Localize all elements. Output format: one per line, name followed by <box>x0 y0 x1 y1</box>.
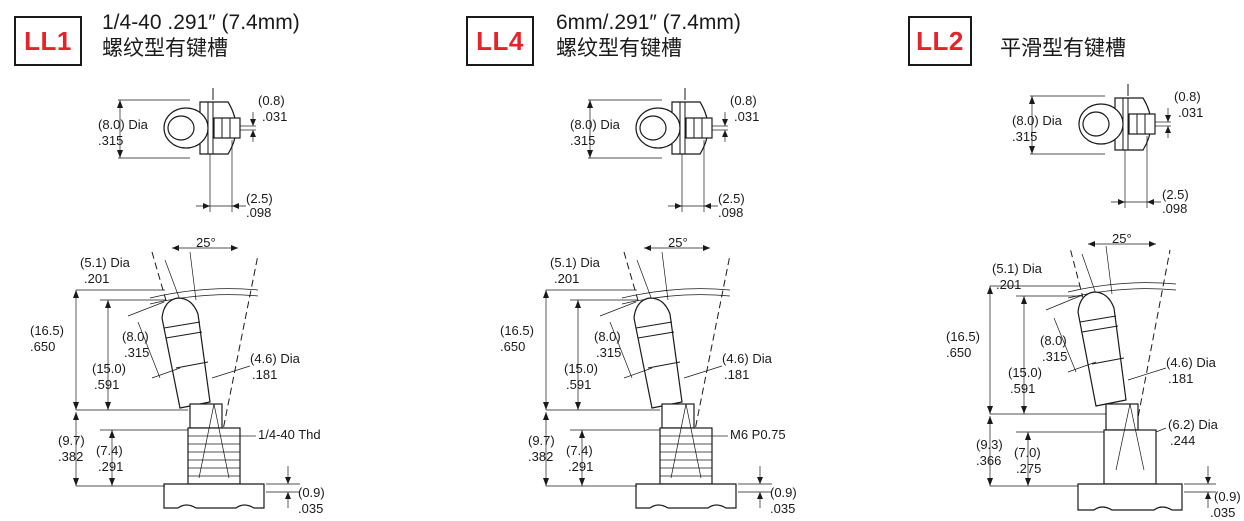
dim-shaft-dia-in: .181 <box>1168 371 1194 386</box>
dim-len-in: .315 <box>1042 349 1068 364</box>
dim-len-in: .315 <box>596 345 622 360</box>
title-thread-spec: 1/4-40 .291″ (7.4mm) <box>102 11 300 34</box>
top-view <box>587 88 728 212</box>
dim-dia-in: .315 <box>1012 129 1038 144</box>
dim-dia-in: .315 <box>570 133 596 148</box>
dim-bush-h-mm: (9.3) <box>976 437 1003 452</box>
dim-tip-dia-in: .201 <box>84 271 110 286</box>
switch-drawing <box>987 84 1216 511</box>
dim-angle: 25° <box>196 235 216 250</box>
dim-bush-h-in: .366 <box>976 453 1002 468</box>
dim-thread-h-in: .291 <box>568 459 594 474</box>
dim-h-lever-in: .591 <box>94 377 120 392</box>
dim-h-lever-mm: (15.0) <box>1008 365 1042 380</box>
dim-tip-dia-in: .201 <box>554 271 580 286</box>
side-view <box>73 245 300 509</box>
dim-bush-h-mm: (9.7) <box>58 433 85 448</box>
title-thread-spec: 6mm/.291″ (7.4mm) <box>556 11 741 34</box>
switch-drawing <box>543 88 772 509</box>
side-view <box>543 245 772 509</box>
model-badge: LL2 <box>908 16 972 66</box>
dim-len-mm: (8.0) <box>594 329 621 344</box>
dim-gap-in: .031 <box>1178 105 1204 120</box>
dim-gap-mm: (0.8) <box>730 93 757 108</box>
dim-gap-in: .031 <box>734 109 760 124</box>
dim-shaft-dia-in: .181 <box>252 367 278 382</box>
dim-tip-dia-mm: (5.1) Dia <box>992 261 1042 276</box>
dim-tip-dia-mm: (5.1) Dia <box>80 255 130 270</box>
dim-len-mm: (8.0) <box>1040 333 1067 348</box>
panel-title: 1/4-40 .291″ (7.4mm) 螺纹型有键槽 <box>102 10 300 62</box>
dim-base-in: .035 <box>770 501 796 516</box>
dim-base-mm: (0.9) <box>1214 489 1241 504</box>
dim-tip-dia-in: .201 <box>996 277 1022 292</box>
dim-key-in: .098 <box>1162 201 1188 216</box>
model-badge: LL1 <box>14 16 82 66</box>
dim-dia-in: .315 <box>98 133 124 148</box>
dim-h-lever-mm: (15.0) <box>564 361 598 376</box>
side-view <box>987 241 1216 511</box>
dim-h-total-in: .650 <box>946 345 972 360</box>
dim-shaft-dia-mm: (4.6) Dia <box>250 351 300 366</box>
panel-title: 平滑型有键槽 <box>1000 36 1126 62</box>
dim-shaft-dia-mm: (4.6) Dia <box>1166 355 1216 370</box>
dim-len-mm: (8.0) <box>122 329 149 344</box>
dim-gap-in: .031 <box>262 109 288 124</box>
dim-key-mm: (2.5) <box>246 191 273 206</box>
dim-dia-mm: (8.0) Dia <box>570 117 620 132</box>
dim-h-total-in: .650 <box>30 339 56 354</box>
dim-gap-mm: (0.8) <box>258 93 285 108</box>
panel-ll2: LL2 平滑型有键槽 <box>900 0 1244 521</box>
dim-key-mm: (2.5) <box>718 191 745 206</box>
dim-key-in: .098 <box>246 205 272 220</box>
dim-h-total-mm: (16.5) <box>30 323 64 338</box>
dim-bushing-label: (6.2) Dia <box>1168 417 1218 432</box>
dim-len-in: .315 <box>124 345 150 360</box>
dim-thread-h-mm: (7.4) <box>566 443 593 458</box>
dim-gap-mm: (0.8) <box>1174 89 1201 104</box>
dim-h-lever-mm: (15.0) <box>92 361 126 376</box>
top-view <box>1029 84 1171 208</box>
dim-base-mm: (0.9) <box>770 485 797 500</box>
dim-h-total-mm: (16.5) <box>500 323 534 338</box>
dim-bushing-label: 1/4-40 Thd <box>258 427 321 442</box>
title-type: 螺纹型有键槽 <box>102 37 228 60</box>
dim-dia-mm: (8.0) Dia <box>1012 113 1062 128</box>
title-type: 平滑型有键槽 <box>1000 37 1126 60</box>
dim-shaft-dia-mm: (4.6) Dia <box>722 351 772 366</box>
dim-h-lever-in: .591 <box>566 377 592 392</box>
dim-thread-h-mm: (7.4) <box>96 443 123 458</box>
dim-key-mm: (2.5) <box>1162 187 1189 202</box>
dim-base-in: .035 <box>298 501 324 516</box>
panel-ll1: LL1 1/4-40 .291″ (7.4mm) 螺纹型有键槽 <box>0 0 415 521</box>
dim-tip-dia-mm: (5.1) Dia <box>550 255 600 270</box>
dim-thread-h-mm: (7.0) <box>1014 445 1041 460</box>
model-badge: LL4 <box>466 16 534 66</box>
dim-thread-h-in: .275 <box>1016 461 1042 476</box>
title-type: 螺纹型有键槽 <box>556 37 682 60</box>
dim-h-lever-in: .591 <box>1010 381 1036 396</box>
dim-base-in: .035 <box>1210 505 1236 520</box>
dim-bush-h-in: .382 <box>58 449 84 464</box>
dim-shaft-dia-in: .181 <box>724 367 750 382</box>
switch-drawing <box>73 88 300 509</box>
top-view <box>117 88 256 212</box>
dim-angle: 25° <box>668 235 688 250</box>
dim-dia-mm: (8.0) Dia <box>98 117 148 132</box>
dim-key-in: .098 <box>718 205 744 220</box>
dim-bush-h-in: .382 <box>528 449 554 464</box>
panel-ll4: LL4 6mm/.291″ (7.4mm) 螺纹型有键槽 <box>466 0 881 521</box>
dim-h-total-in: .650 <box>500 339 526 354</box>
dim-bush-h-mm: (9.7) <box>528 433 555 448</box>
panel-title: 6mm/.291″ (7.4mm) 螺纹型有键槽 <box>556 10 741 62</box>
dim-h-total-mm: (16.5) <box>946 329 980 344</box>
dim-base-mm: (0.9) <box>298 485 325 500</box>
dim-angle: 25° <box>1112 231 1132 246</box>
dim-bushing-label2: .244 <box>1170 433 1196 448</box>
dim-bushing-label: M6 P0.75 <box>730 427 786 442</box>
dim-thread-h-in: .291 <box>98 459 124 474</box>
